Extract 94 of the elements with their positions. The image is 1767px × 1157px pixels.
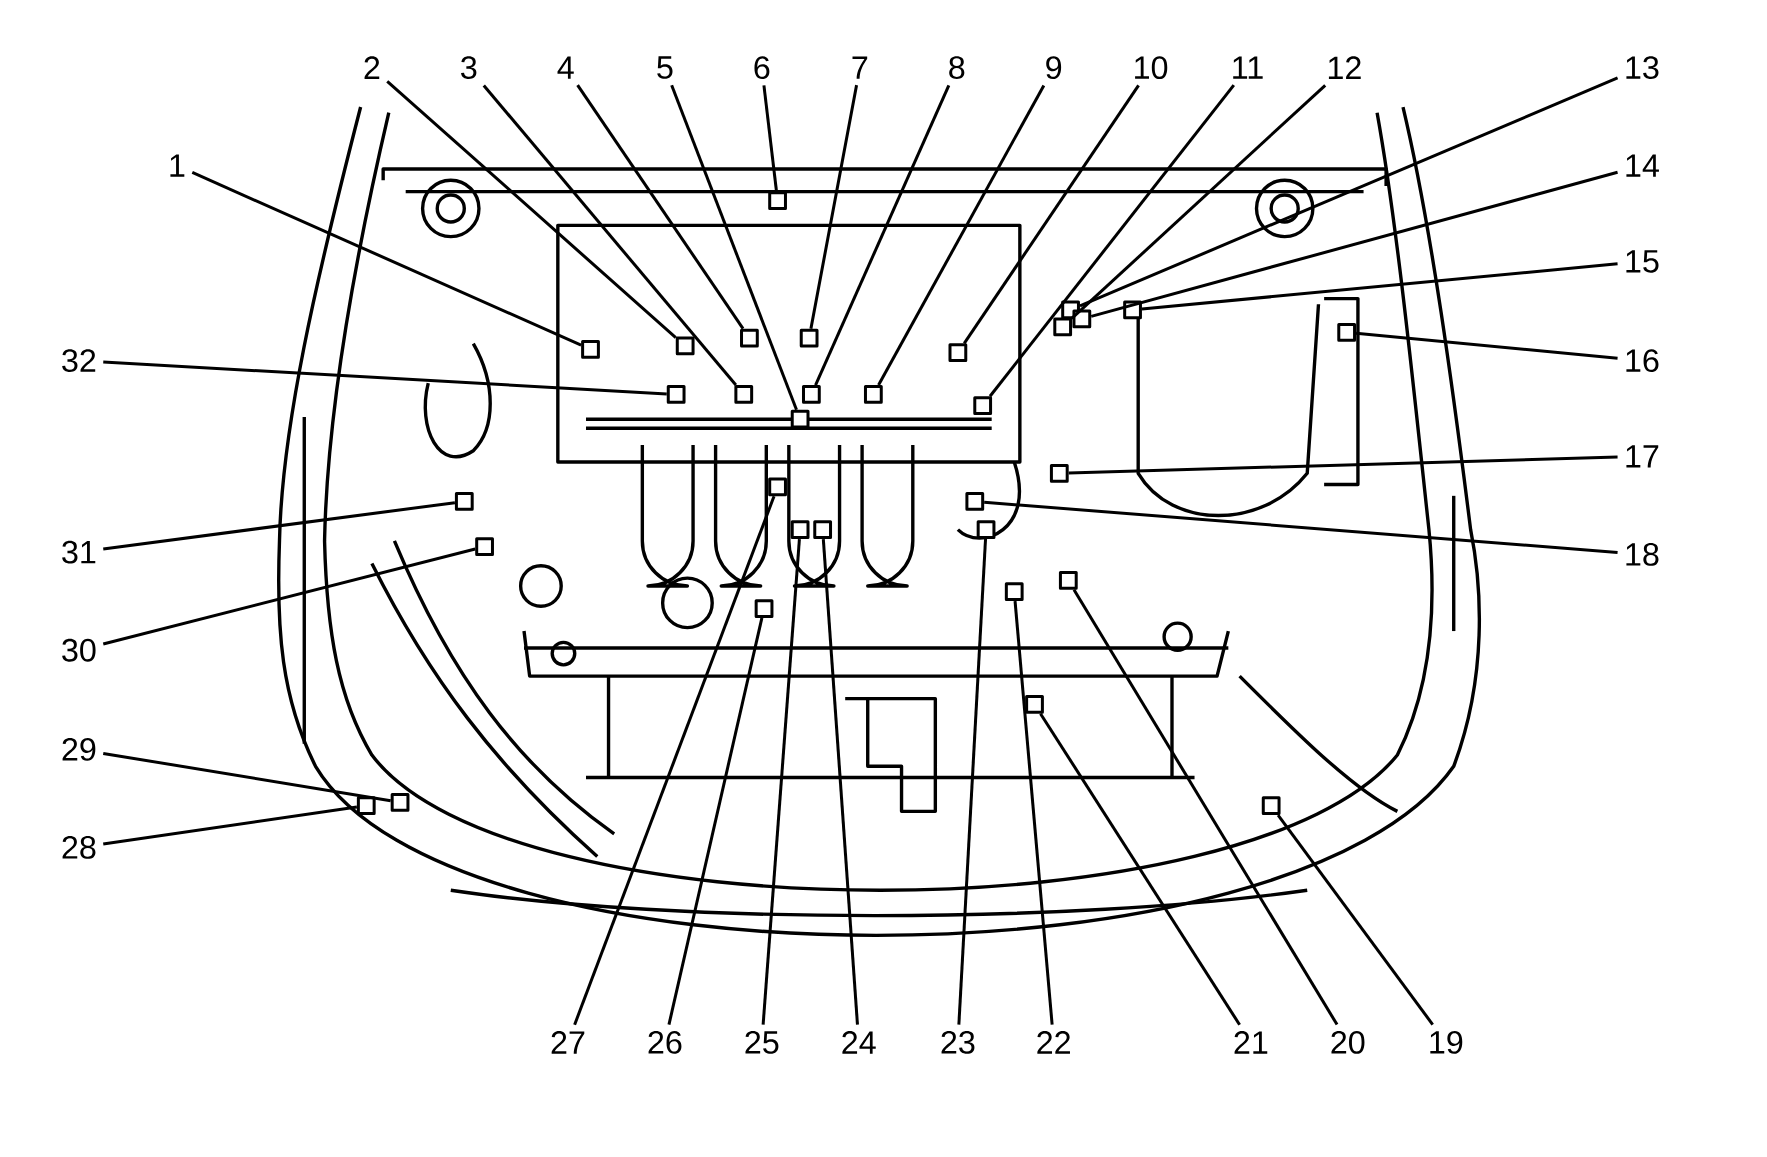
- leader-line: [667, 617, 764, 1025]
- callout-number: 26: [648, 1030, 682, 1054]
- callout-number: 18: [1626, 542, 1659, 566]
- connector: [973, 396, 993, 415]
- connector: [1072, 309, 1092, 329]
- callout-number: 29: [62, 737, 96, 761]
- callout-number: 28: [62, 835, 96, 859]
- callout-number: 22: [1037, 1030, 1070, 1054]
- leader-line: [761, 538, 801, 1025]
- callout-number: 11: [1233, 56, 1263, 79]
- connector: [666, 384, 686, 404]
- connector: [356, 796, 376, 815]
- callout-number: 12: [1328, 56, 1361, 79]
- callout-number: 19: [1430, 1030, 1463, 1054]
- callout-number: 2: [364, 56, 380, 79]
- callout-number: 4: [557, 56, 574, 79]
- leader-line: [1013, 600, 1054, 1025]
- leader-line: [1090, 170, 1618, 318]
- connector: [1004, 582, 1024, 601]
- connector: [976, 520, 996, 539]
- connector: [863, 384, 883, 404]
- leader-line: [386, 79, 677, 339]
- leader-line: [988, 84, 1235, 398]
- callout-number: 25: [745, 1030, 779, 1054]
- callout-number: 10: [1135, 56, 1168, 79]
- connector: [790, 409, 810, 429]
- leader-line: [191, 170, 582, 347]
- connector: [799, 328, 819, 348]
- leader-line: [1276, 814, 1434, 1026]
- callout-number: 30: [62, 638, 96, 662]
- connector: [1261, 796, 1281, 815]
- leader-line: [482, 84, 738, 386]
- connector: [475, 537, 494, 556]
- connector: [675, 336, 695, 356]
- callout-number: 7: [852, 56, 868, 79]
- leader-line: [1141, 262, 1618, 311]
- connector: [734, 384, 754, 404]
- callout-number: 15: [1626, 250, 1659, 273]
- leader-line: [984, 500, 1618, 554]
- leader-line: [103, 360, 667, 396]
- connector: [740, 328, 759, 348]
- callout-number: 16: [1626, 349, 1659, 372]
- leader-line: [670, 84, 798, 411]
- callout-number: 1: [170, 154, 185, 177]
- leader-line: [573, 495, 776, 1026]
- callout-number: 21: [1234, 1030, 1268, 1054]
- leader-line: [103, 501, 456, 551]
- callout-number: 17: [1626, 445, 1659, 468]
- leader-line: [102, 547, 476, 646]
- callout-number: 32: [62, 349, 96, 372]
- callout-number: 5: [657, 56, 673, 79]
- connector: [813, 520, 833, 539]
- connector: [1053, 317, 1073, 337]
- leader-line: [1072, 588, 1339, 1026]
- callout-number: 13: [1626, 56, 1659, 79]
- callout-number: 23: [941, 1030, 975, 1054]
- callout-number: 6: [754, 56, 770, 79]
- leader-line: [821, 538, 859, 1025]
- connector: [1058, 570, 1078, 590]
- callout-number: 24: [842, 1030, 876, 1054]
- connector: [581, 339, 600, 359]
- callout-number: 9: [1046, 56, 1062, 79]
- connector: [754, 598, 774, 618]
- leader-line: [1071, 84, 1327, 320]
- leader-line: [103, 751, 391, 803]
- callout-number: 3: [461, 56, 477, 79]
- leader-line: [957, 538, 988, 1025]
- leader-line: [762, 85, 778, 192]
- connector: [1337, 322, 1357, 342]
- connector: [454, 491, 474, 511]
- leader-line: [103, 805, 358, 846]
- connector: [790, 520, 810, 539]
- connector: [1049, 463, 1069, 483]
- connector: [768, 477, 787, 497]
- connector: [768, 191, 787, 210]
- connector: [1025, 694, 1044, 714]
- leader-line: [814, 84, 951, 386]
- callout-number: 20: [1331, 1030, 1365, 1054]
- connector: [390, 792, 410, 812]
- leader-line: [809, 84, 859, 329]
- leader-line: [962, 84, 1140, 344]
- callout-number: 27: [551, 1030, 585, 1054]
- connector: [948, 343, 968, 362]
- callout-number: 14: [1626, 154, 1659, 177]
- callout-number: 8: [949, 56, 965, 79]
- leader-line: [877, 84, 1046, 386]
- connector: [965, 491, 985, 511]
- leader-line: [1079, 76, 1619, 308]
- leader-line: [576, 84, 745, 330]
- leader-line: [1355, 331, 1618, 360]
- leader-line: [1068, 455, 1618, 475]
- leader-line: [1039, 712, 1241, 1026]
- callout-number: 31: [62, 540, 96, 564]
- connector: [802, 384, 821, 404]
